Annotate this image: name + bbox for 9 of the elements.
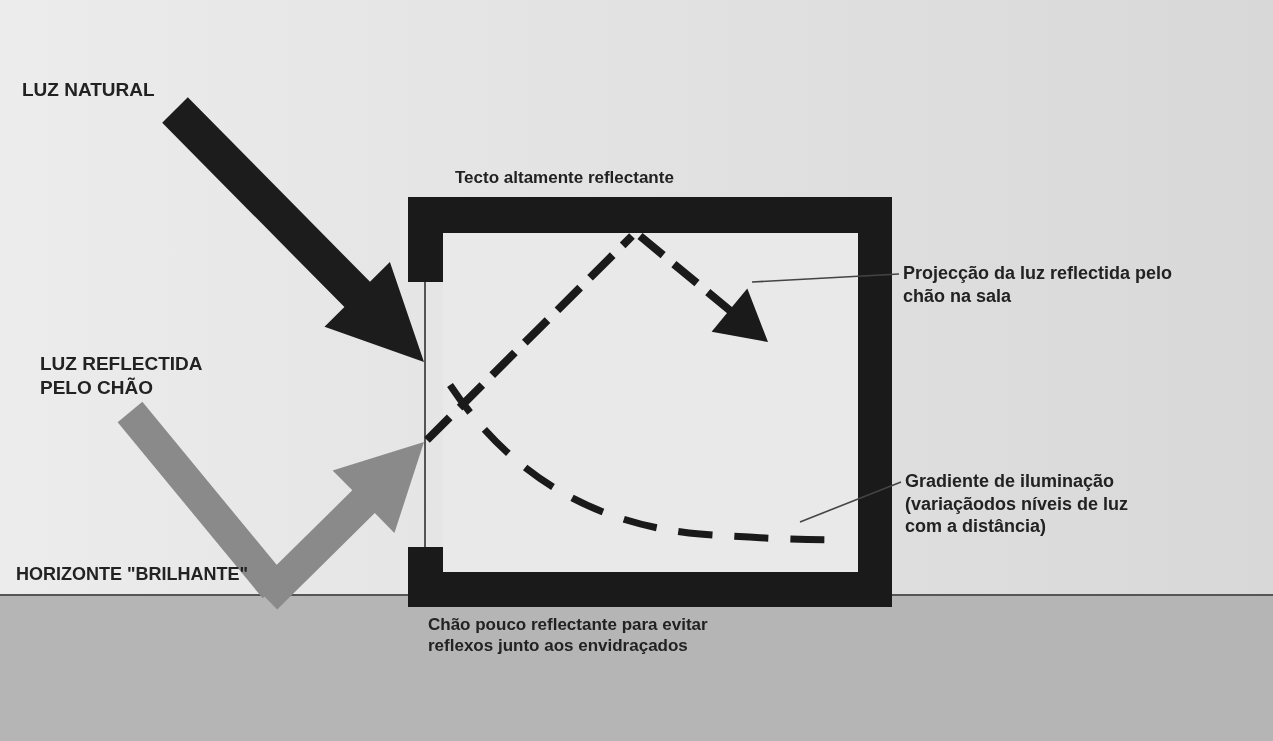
leader-line bbox=[751, 273, 900, 283]
light-label: LUZ NATURAL bbox=[22, 78, 156, 102]
dashed-arrow bbox=[637, 232, 768, 342]
horizon-label: HORIZONTE "BRILHANTE" bbox=[16, 563, 250, 586]
callout-text: Projecção da luz reflectida pelo chão na sala bbox=[903, 262, 1193, 307]
ceiling-label: Tecto altamente reflectante bbox=[455, 167, 675, 189]
light-label: LUZ REFLECTIDA PELO CHÃO bbox=[40, 352, 203, 400]
callout-text: Gradiente de iluminação (variaçãodos níveis de luz com a distância) bbox=[905, 470, 1137, 538]
floor-label: Chão pouco reflectante para evitar reflexos junto aos envidraçados bbox=[428, 614, 709, 657]
